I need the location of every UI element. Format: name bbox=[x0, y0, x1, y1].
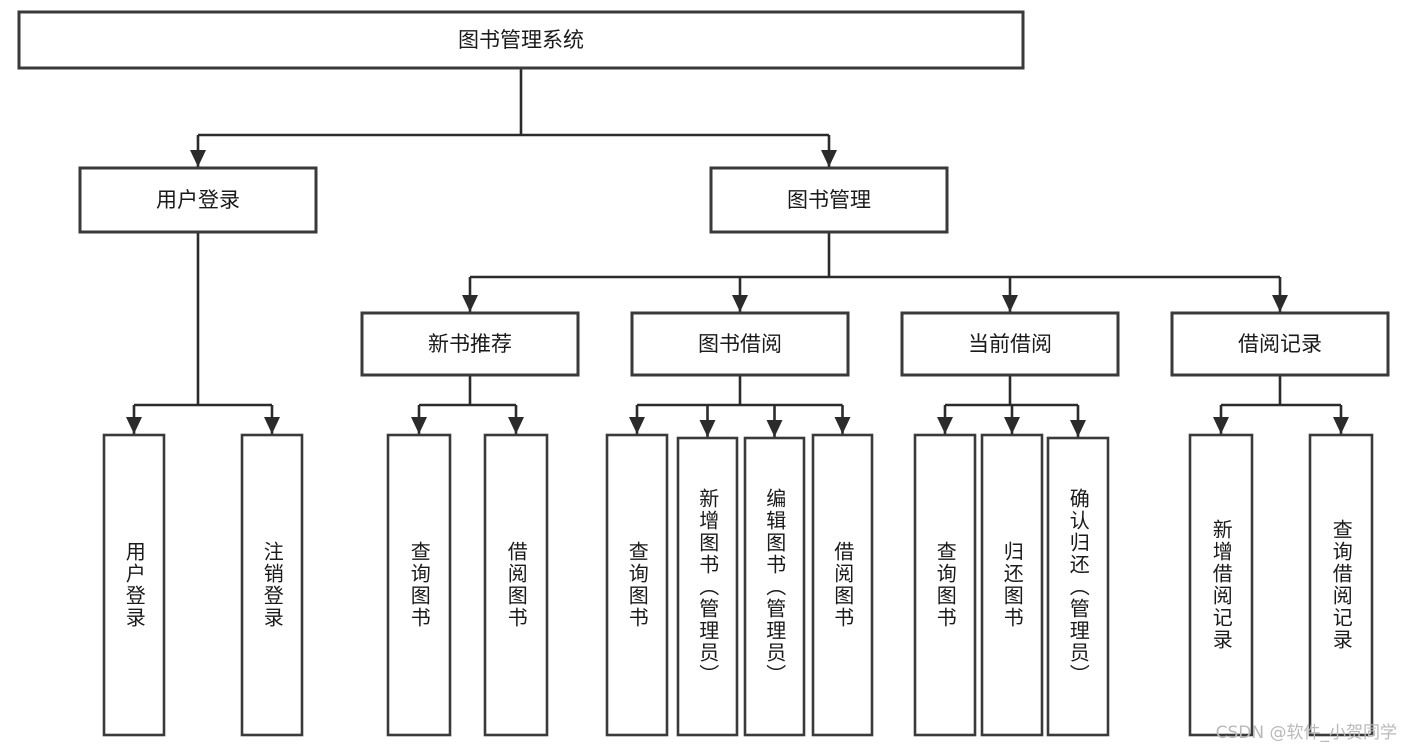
arrow-head-icon-leaf-logout bbox=[264, 417, 280, 434]
node-box-leaf-add-book bbox=[676, 436, 739, 737]
node-boxes bbox=[17, 10, 1390, 737]
node-box-user-login bbox=[78, 166, 318, 234]
arrow-head-icon-leaf-add-book bbox=[699, 420, 716, 437]
arrow-head-icon-user-login bbox=[190, 150, 206, 167]
node-box-leaf-edit-book bbox=[743, 436, 806, 737]
node-box-leaf-query-book-2 bbox=[605, 433, 669, 737]
arrow-head-icon-leaf-edit-book bbox=[766, 420, 783, 437]
node-label-user-login: 用户登录 bbox=[156, 188, 240, 212]
node-label-root: 图书管理系统 bbox=[458, 28, 584, 52]
arrow-head-icon-current-borrow bbox=[1002, 295, 1018, 312]
node-box-leaf-user-login bbox=[102, 433, 166, 737]
node-box-book-manage bbox=[709, 166, 949, 234]
arrow-head-icon-leaf-borrow-book-1 bbox=[508, 417, 524, 434]
node-box-leaf-query-book-1 bbox=[386, 433, 452, 737]
csdn-watermark: CSDN @软件_小贺同学 bbox=[1215, 723, 1397, 743]
arrow-head-icon-book-manage bbox=[821, 150, 837, 167]
node-box-leaf-query-record bbox=[1308, 433, 1374, 737]
arrow-head-icon-leaf-add-record bbox=[1213, 417, 1229, 434]
arrow-head-icon-leaf-query-book-1 bbox=[411, 417, 427, 434]
node-label-book-borrow: 图书借阅 bbox=[698, 332, 782, 356]
arrow-head-icon-leaf-borrow-book-2 bbox=[834, 417, 851, 434]
arrow-head-icon-borrow-record bbox=[1272, 295, 1288, 312]
node-box-leaf-borrow-book-2 bbox=[811, 433, 874, 737]
arrow-head-icon-leaf-query-book-3 bbox=[937, 417, 953, 434]
node-box-leaf-confirm-return bbox=[1046, 436, 1110, 737]
node-box-leaf-return-book bbox=[980, 433, 1044, 737]
arrow-head-icon-leaf-query-book-2 bbox=[629, 417, 645, 434]
node-box-leaf-query-book-3 bbox=[913, 433, 977, 737]
node-box-borrow-record bbox=[1170, 311, 1390, 377]
arrow-head-icon-book-borrow bbox=[732, 295, 748, 312]
arrow-head-icon-leaf-confirm-return bbox=[1070, 420, 1086, 437]
node-box-root bbox=[17, 10, 1025, 70]
node-box-current-borrow bbox=[900, 311, 1120, 377]
node-box-leaf-borrow-book-1 bbox=[483, 433, 549, 737]
arrow-head-icon-leaf-user-login bbox=[126, 417, 142, 434]
node-box-leaf-add-record bbox=[1188, 433, 1254, 737]
connector-edges bbox=[126, 68, 1349, 437]
node-box-leaf-logout bbox=[240, 433, 304, 737]
node-box-new-book-rec bbox=[360, 311, 580, 377]
node-box-book-borrow bbox=[630, 311, 850, 377]
node-label-current-borrow: 当前借阅 bbox=[968, 332, 1052, 356]
arrow-head-icon-leaf-query-record bbox=[1333, 417, 1349, 434]
arrow-head-icon-leaf-return-book bbox=[1004, 417, 1020, 434]
node-label-new-book-rec: 新书推荐 bbox=[428, 332, 512, 356]
node-label-book-manage: 图书管理 bbox=[787, 188, 871, 212]
node-label-borrow-record: 借阅记录 bbox=[1238, 332, 1322, 356]
arrow-head-icon-new-book-rec bbox=[462, 295, 478, 312]
